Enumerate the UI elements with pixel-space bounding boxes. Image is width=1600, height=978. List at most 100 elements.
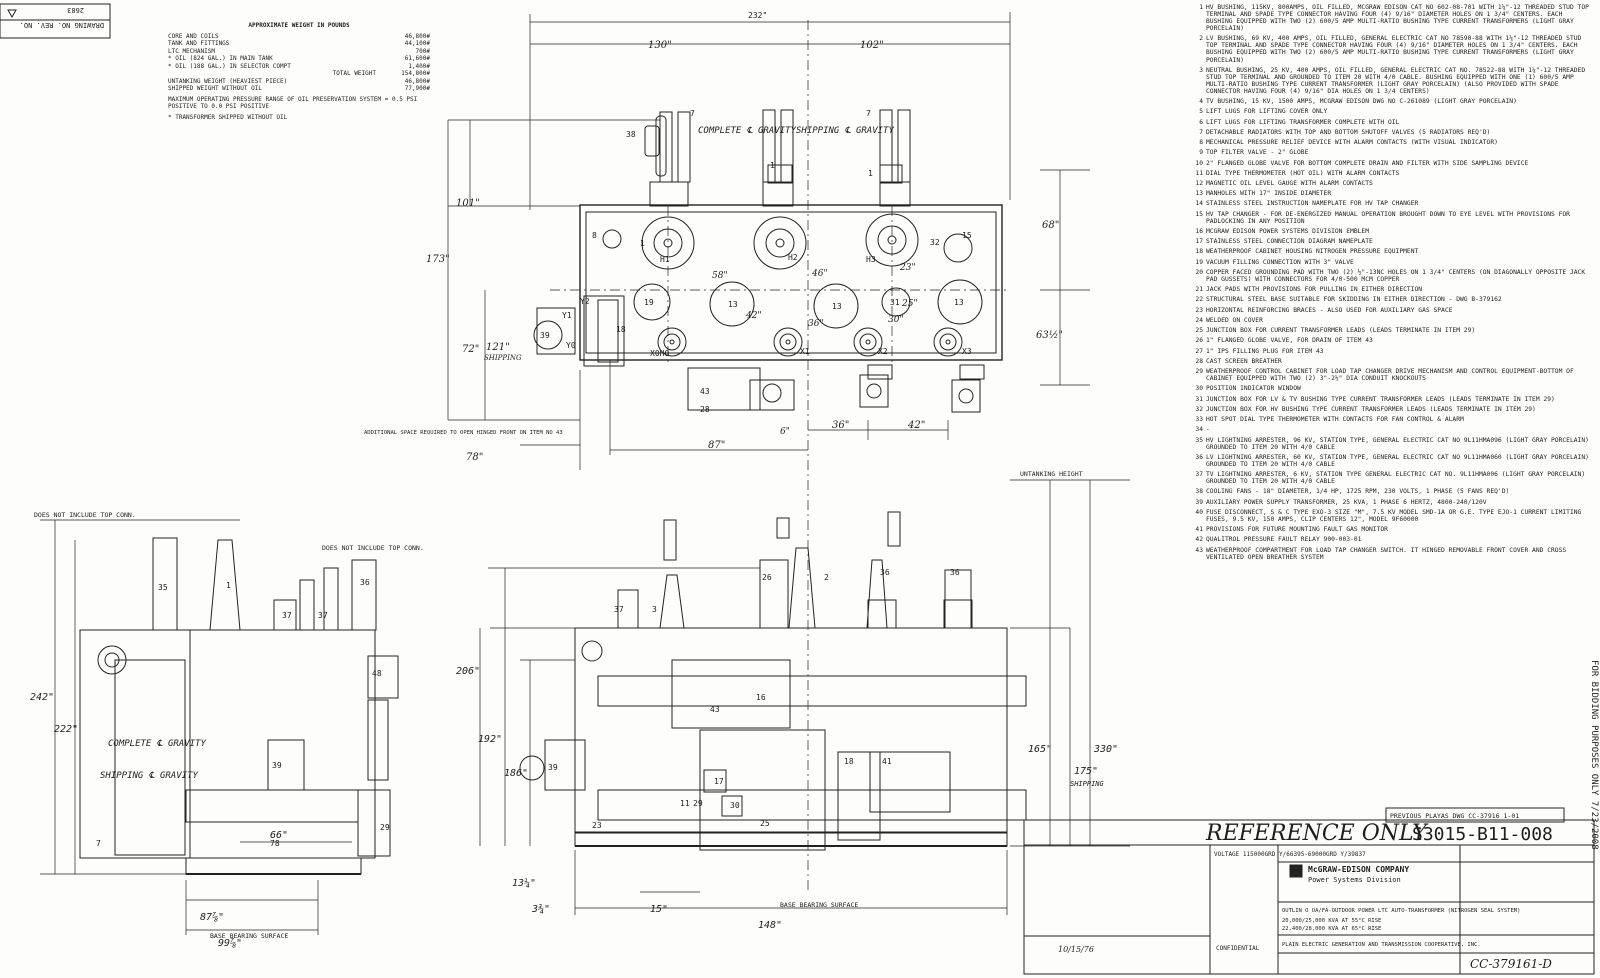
note-text: PROVISIONS FOR FUTURE MOUNTING FAULT GAS… bbox=[1206, 526, 1388, 534]
note-number: 42 bbox=[1195, 536, 1203, 544]
note-number: 4 bbox=[1199, 98, 1203, 106]
svg-text:17: 17 bbox=[714, 777, 724, 786]
rated2: 22,400/28,000 KVA AT 65°C RISE bbox=[1282, 926, 1381, 932]
note-number: 43 bbox=[1195, 546, 1203, 554]
plan-complete-cg: COMPLETE ℄ GRAVITY bbox=[698, 126, 796, 136]
note-number: 7 bbox=[1199, 128, 1203, 136]
note-number: 3 bbox=[1199, 66, 1203, 74]
note-number: 9 bbox=[1199, 149, 1203, 157]
plan-shipping: SHIPPING bbox=[484, 354, 522, 362]
dim-30: 30" bbox=[888, 315, 904, 325]
dim-87: 87" bbox=[708, 440, 725, 451]
dim-58: 58" bbox=[712, 271, 728, 281]
svg-text:30: 30 bbox=[730, 801, 740, 810]
dim-36b: 36" bbox=[808, 319, 824, 329]
drawing-number: S3015-B11-008 bbox=[1412, 824, 1553, 845]
note-text: HV BUSHING, 115KV, 800AMPS, OIL FILLED, … bbox=[1206, 4, 1593, 33]
description: OUTLIN O OA/FA-OUTDOOR POWER LTC AUTO-TR… bbox=[1282, 908, 1520, 914]
dim-25: 25" bbox=[901, 299, 918, 309]
note-text: TOP FILTER VALVE - 2" GLOBE bbox=[1206, 149, 1309, 157]
note-number: 5 bbox=[1199, 108, 1203, 116]
side-base: BASE BEARING SURFACE bbox=[210, 932, 288, 940]
note-number: 1 bbox=[1199, 4, 1203, 11]
note-number: 36 bbox=[1195, 453, 1203, 461]
note-number: 13 bbox=[1195, 190, 1203, 198]
note-text: HV LIGHTNING ARRESTER, 96 KV, STATION TY… bbox=[1206, 436, 1593, 451]
note-text: CAST SCREEN BREATHER bbox=[1206, 357, 1282, 365]
note-number: 25 bbox=[1195, 327, 1203, 335]
front-shipping: SHIPPING bbox=[1070, 780, 1105, 788]
dim-23: 23" bbox=[899, 263, 916, 273]
dim-42: 42" bbox=[907, 420, 925, 431]
note-text: STAINLESS STEEL INSTRUCTION NAMEPLATE FO… bbox=[1206, 200, 1419, 208]
note-text: FUSE DISCONNECT, S & C TYPE EXO-3 SIZE "… bbox=[1206, 508, 1586, 523]
side-top-note: DOES NOT INCLUDE TOP CONN. bbox=[34, 511, 136, 519]
weight-table: APPROXIMATE WEIGHT IN POUNDS CORE AND CO… bbox=[168, 22, 430, 121]
dim-right: 102" bbox=[860, 40, 884, 51]
note-number: 26 bbox=[1195, 337, 1203, 345]
svg-text:18: 18 bbox=[616, 325, 626, 334]
note-text: VACUUM FILLING CONNECTION WITH 3" VALVE bbox=[1206, 258, 1354, 266]
note-number: 14 bbox=[1195, 200, 1203, 208]
label-h3: H3 bbox=[866, 255, 876, 264]
dim-63: 63½" bbox=[1036, 330, 1063, 341]
front-view bbox=[479, 479, 1130, 915]
note-text: LV BUSHING, 69 KV, 400 AMPS, OIL FILLED,… bbox=[1206, 35, 1586, 64]
division: Power Systems Division bbox=[1308, 876, 1401, 884]
side-complete-cg: COMPLETE ℄ GRAVITY bbox=[108, 739, 206, 749]
note-number: 37 bbox=[1195, 471, 1203, 479]
note-text: WEATHERPROOF COMPARTMENT FOR LOAD TAP CH… bbox=[1206, 546, 1570, 561]
dim-222: 222" bbox=[54, 724, 78, 735]
side-shipping-cg: SHIPPING ℄ GRAVITY bbox=[100, 771, 198, 781]
svg-text:37: 37 bbox=[318, 611, 328, 620]
svg-text:36: 36 bbox=[950, 568, 960, 577]
note-text: JUNCTION BOX FOR HV BUSHING TYPE CURRENT… bbox=[1206, 405, 1536, 413]
svg-text:7: 7 bbox=[690, 109, 695, 118]
note-text: COPPER FACED GROUNDING PAD WITH TWO (2) … bbox=[1206, 268, 1589, 283]
svg-text:43: 43 bbox=[700, 387, 710, 396]
title-block-frame bbox=[1023, 807, 1595, 975]
svg-text:48: 48 bbox=[372, 669, 382, 678]
label-x3: X3 bbox=[962, 347, 972, 356]
svg-text:31: 31 bbox=[890, 298, 900, 307]
note-text: 1" FLANGED GLOBE VALVE, FOR DRAIN OF ITE… bbox=[1206, 337, 1373, 345]
dim-13: 13¼" bbox=[512, 877, 536, 889]
dim-42b: 42" bbox=[745, 311, 762, 321]
note-item: 34- bbox=[1186, 426, 1590, 433]
svg-text:18: 18 bbox=[844, 757, 854, 766]
note-text: DIAL TYPE THERMOMETER (HOT OIL) WITH ALA… bbox=[1206, 169, 1400, 177]
dim-99: 99⅞" bbox=[218, 937, 242, 949]
note-text: 2" FLANGED GLOBE VALVE FOR BOTTOM COMPLE… bbox=[1206, 159, 1529, 167]
svg-text:26: 26 bbox=[762, 573, 772, 582]
dim-overall: 232" bbox=[748, 11, 767, 20]
note-number: 16 bbox=[1195, 227, 1203, 235]
svg-text:38: 38 bbox=[626, 130, 636, 139]
label-y1: Y1 bbox=[562, 311, 572, 320]
svg-text:39: 39 bbox=[548, 763, 558, 772]
note-text: HORIZONTAL REINFORCING BRACES - ALSO USE… bbox=[1206, 306, 1453, 314]
side-view bbox=[40, 519, 399, 935]
svg-text:39: 39 bbox=[272, 761, 282, 770]
svg-text:11: 11 bbox=[680, 799, 690, 808]
note-text: LV LIGHTNING ARRESTER, 60 KV, STATION TY… bbox=[1206, 453, 1593, 468]
